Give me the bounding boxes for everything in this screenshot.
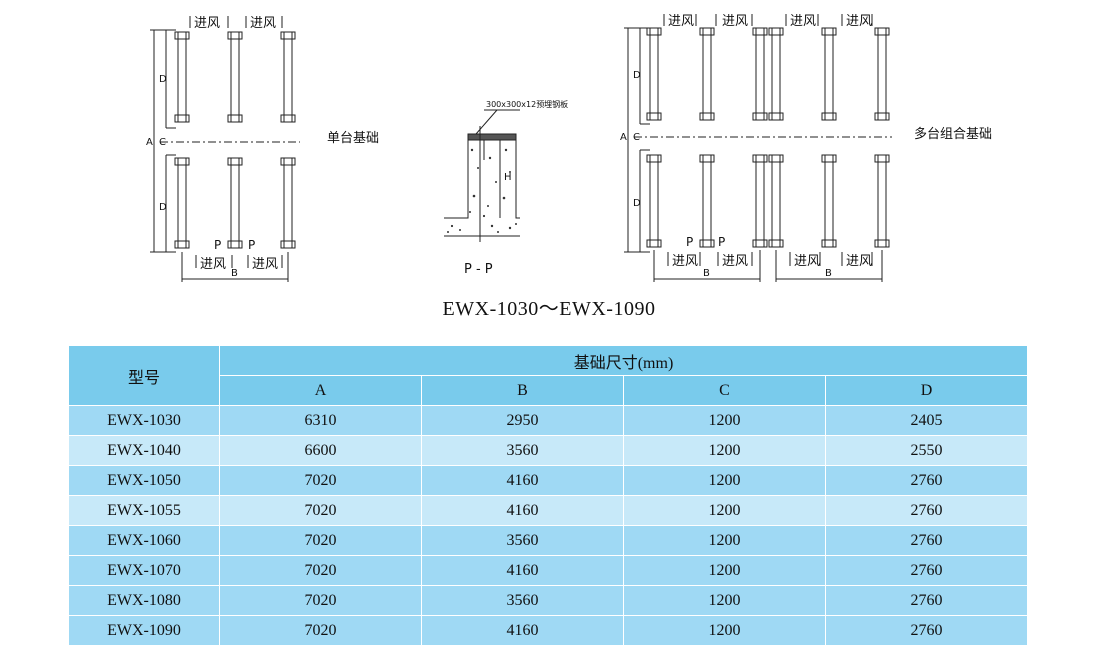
dim-label-d: D: [159, 202, 167, 213]
value-cell: 6600: [219, 435, 422, 466]
inlet-label: 进风: [252, 257, 278, 272]
table-row: EWX-1040 6600 3560 1200 2550: [68, 435, 1028, 466]
model-cell: EWX-1080: [68, 585, 220, 616]
value-cell: 2760: [825, 495, 1028, 526]
value-cell: 7020: [219, 525, 422, 556]
value-cell: 1200: [623, 615, 826, 646]
foundation-size-table: 型号 基础尺寸(mm) A B C D EWX-1030 6310 2950 1…: [68, 345, 1028, 646]
dim-label-a: A: [146, 137, 153, 148]
foundation-size-header: 基础尺寸(mm): [219, 345, 1028, 376]
value-cell: 2760: [825, 555, 1028, 586]
value-cell: 1200: [623, 435, 826, 466]
single-foundation-title: 单台基础: [327, 131, 379, 146]
section-mark-p: P: [686, 235, 693, 249]
inlet-label: 进风: [672, 254, 698, 269]
dim-label-d: D: [633, 198, 641, 209]
model-cell: EWX-1055: [68, 495, 220, 526]
inlet-label: 进风: [668, 14, 694, 29]
section-detail: [444, 109, 520, 242]
section-mark-p: P: [214, 238, 221, 252]
value-cell: 2760: [825, 465, 1028, 496]
model-cell: EWX-1050: [68, 465, 220, 496]
table-row: EWX-1055 7020 4160 1200 2760: [68, 495, 1028, 526]
value-cell: 1200: [623, 405, 826, 436]
column-header-a: A: [219, 375, 422, 406]
table-row: EWX-1030 6310 2950 1200 2405: [68, 405, 1028, 436]
dim-label-d: D: [633, 70, 641, 81]
value-cell: 4160: [421, 495, 624, 526]
value-cell: 2405: [825, 405, 1028, 436]
section-mark-p: P: [248, 238, 255, 252]
inlet-label: 进风: [722, 14, 748, 29]
model-cell: EWX-1090: [68, 615, 220, 646]
column-header-c: C: [623, 375, 826, 406]
value-cell: 1200: [623, 525, 826, 556]
inlet-label: 进风: [200, 257, 226, 272]
value-cell: 7020: [219, 495, 422, 526]
value-cell: 3560: [421, 525, 624, 556]
value-cell: 4160: [421, 465, 624, 496]
value-cell: 2550: [825, 435, 1028, 466]
value-cell: 2760: [825, 585, 1028, 616]
dim-label-b: B: [231, 268, 238, 279]
inlet-label: 进风: [790, 14, 816, 29]
value-cell: 6310: [219, 405, 422, 436]
inlet-label: 进风: [846, 14, 872, 29]
dim-label-a: A: [620, 132, 627, 143]
table-row: EWX-1060 7020 3560 1200 2760: [68, 525, 1028, 556]
value-cell: 1200: [623, 465, 826, 496]
model-range-caption: EWX-1030～EWX-1090: [442, 298, 656, 320]
dim-label-b: B: [825, 268, 832, 279]
value-cell: 7020: [219, 585, 422, 616]
model-cell: EWX-1040: [68, 435, 220, 466]
value-cell: 2760: [825, 615, 1028, 646]
inlet-label: 进风: [846, 254, 872, 269]
value-cell: 7020: [219, 465, 422, 496]
value-cell: 2760: [825, 525, 1028, 556]
table-row: EWX-1080 7020 3560 1200 2760: [68, 585, 1028, 616]
value-cell: 4160: [421, 615, 624, 646]
value-cell: 2950: [421, 405, 624, 436]
model-cell: EWX-1070: [68, 555, 220, 586]
value-cell: 1200: [623, 555, 826, 586]
foundation-drawing: 进风 进风 进风 进风 单台基础 A C D D B P P 300x300x1…: [146, 14, 992, 282]
model-header: 型号: [68, 345, 220, 406]
column-header-d: D: [825, 375, 1028, 406]
dim-label-b: B: [703, 268, 710, 279]
section-mark-p: P: [718, 235, 725, 249]
column-header-b: B: [421, 375, 624, 406]
value-cell: 4160: [421, 555, 624, 586]
table-row: EWX-1050 7020 4160 1200 2760: [68, 465, 1028, 496]
dim-label-c: C: [633, 132, 640, 143]
table-row: EWX-1090 7020 4160 1200 2760: [68, 615, 1028, 646]
inlet-label: 进风: [794, 254, 820, 269]
value-cell: 7020: [219, 615, 422, 646]
dim-label-d: D: [159, 74, 167, 85]
value-cell: 1200: [623, 585, 826, 616]
value-cell: 7020: [219, 555, 422, 586]
single-foundation-plan: [150, 16, 300, 282]
inlet-label: 进风: [250, 16, 276, 31]
model-cell: EWX-1030: [68, 405, 220, 436]
inlet-label: 进风: [722, 254, 748, 269]
inlet-label: 进风: [194, 16, 220, 31]
value-cell: 3560: [421, 585, 624, 616]
value-cell: 1200: [623, 495, 826, 526]
dim-label-c: C: [159, 137, 166, 148]
multi-foundation-plan: [624, 14, 892, 282]
section-label: P - P: [464, 262, 493, 277]
multi-foundation-title: 多台组合基础: [914, 126, 992, 142]
table-row: EWX-1070 7020 4160 1200 2760: [68, 555, 1028, 586]
plate-note: 300x300x12预埋钢板: [486, 99, 568, 109]
dim-label-h: H: [504, 172, 512, 183]
value-cell: 3560: [421, 435, 624, 466]
model-cell: EWX-1060: [68, 525, 220, 556]
